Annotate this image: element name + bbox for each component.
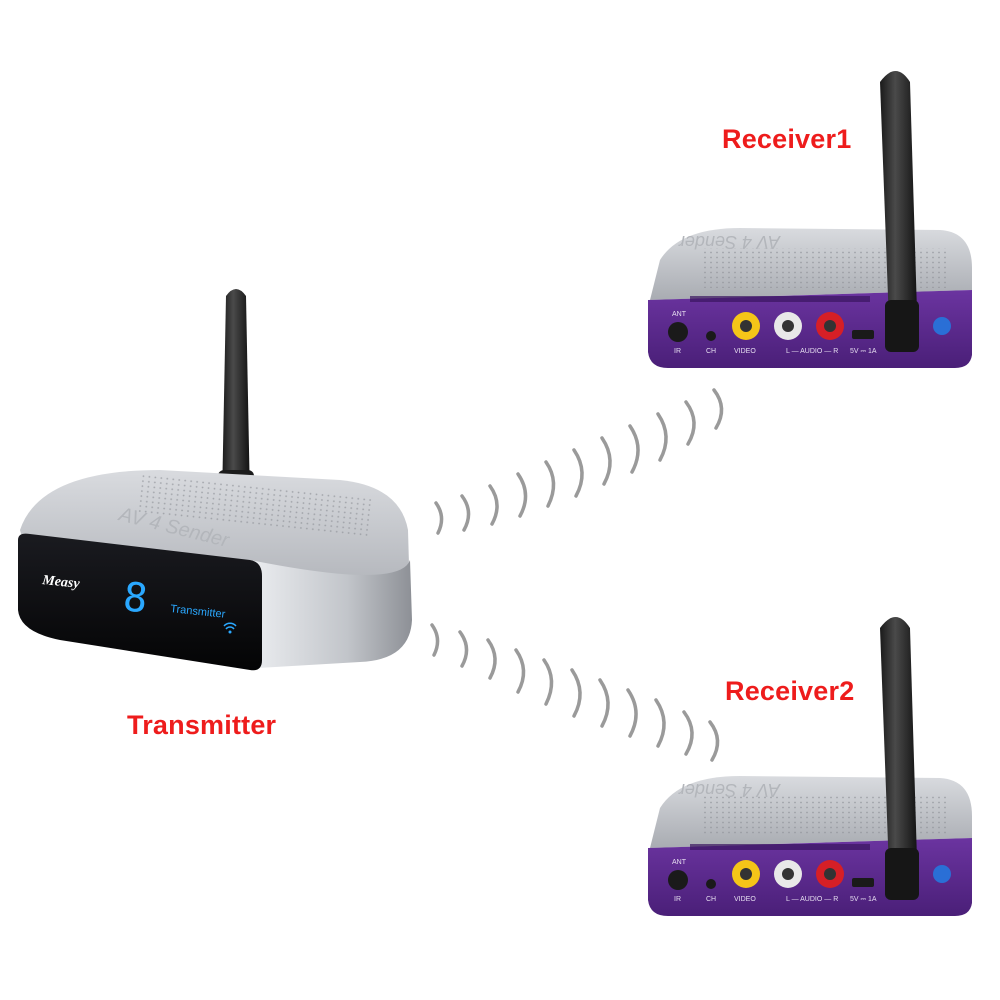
receiver2-label-ch: CH — [706, 896, 716, 903]
transmitter-brand-logo: Measy — [41, 573, 81, 592]
receiver2-label: Receiver2 — [725, 676, 855, 706]
receiver2-label-video: VIDEO — [734, 896, 756, 903]
receiver1-label-power: 5V ⎓ 1A — [850, 348, 877, 355]
receiver1-label-audio: L — AUDIO — R — [786, 348, 838, 355]
transmitter-display-digit: 8 — [121, 574, 150, 622]
receiver1-antenna — [880, 71, 918, 350]
receiver1-top-engraving: AV 4 Sender — [678, 232, 781, 252]
wifi-icon — [223, 622, 237, 630]
receiver2-label-ant: ANT — [672, 859, 687, 866]
signal-waves-lower — [430, 623, 720, 762]
receiver1-label-video: VIDEO — [734, 348, 756, 355]
transmitter-antenna — [222, 289, 250, 500]
receiver1-label-ch: CH — [706, 348, 716, 355]
receiver2-label-audio: L — AUDIO — R — [786, 896, 838, 903]
receiver1-label: Receiver1 — [722, 124, 852, 154]
receiver2-top-engraving: AV 4 Sender — [678, 780, 781, 800]
signal-waves-upper — [434, 388, 724, 535]
transmitter-device: AV 4 Sender Measy 8 Transmitter — [18, 289, 412, 671]
receiver1-device: AV 4 Sender ANT IR CH VIDEO L — AUDIO — … — [648, 71, 972, 368]
transmitter-panel-text: Transmitter — [170, 603, 226, 621]
receiver2-device: AV 4 Sender ANT IR CH VIDEO L — AUDIO — … — [648, 617, 972, 916]
receiver2-antenna — [880, 617, 918, 898]
receiver2-label-power: 5V ⎓ 1A — [850, 896, 877, 903]
receiver1-label-ir: IR — [674, 348, 681, 355]
receiver1-label-ant: ANT — [672, 311, 687, 318]
transmitter-front-face — [18, 533, 262, 671]
receiver2-label-ir: IR — [674, 896, 681, 903]
transmitter-label: Transmitter — [127, 710, 277, 740]
